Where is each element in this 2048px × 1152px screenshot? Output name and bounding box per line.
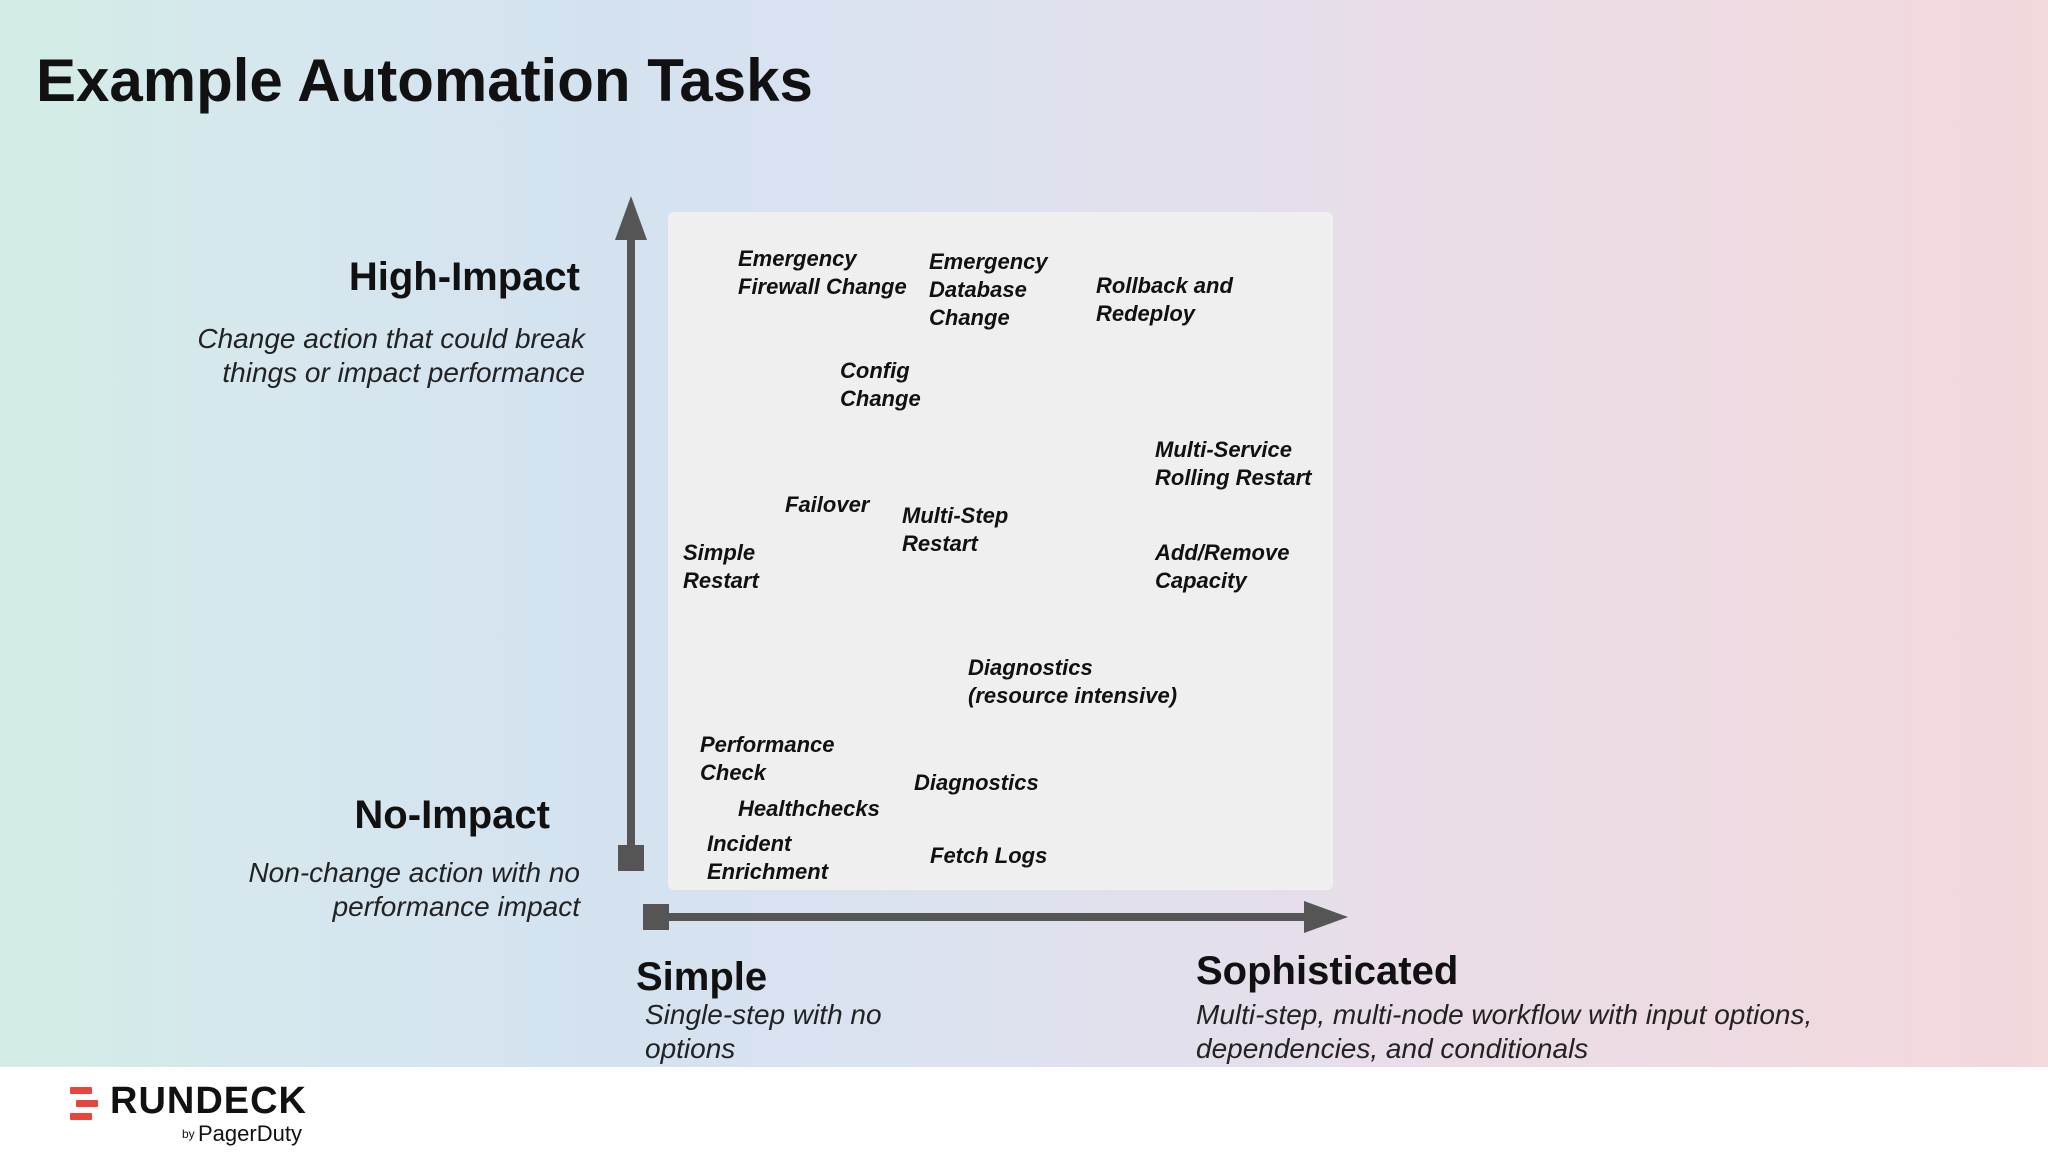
x-axis-line — [656, 913, 1312, 921]
high-impact-label: High-Impact — [348, 255, 580, 299]
task-diagnostics-resource-intensive: Diagnostics (resource intensive) — [968, 655, 1178, 708]
no-impact-description: Non-change action with no performance im… — [248, 857, 580, 922]
simple-label: Simple — [636, 955, 768, 999]
task-performance-check: Performance Check — [700, 732, 835, 785]
task-diagnostics: Diagnostics — [914, 770, 1039, 795]
y-axis-origin-marker — [618, 845, 644, 871]
page-title: Example Automation Tasks — [36, 47, 813, 114]
task-add-remove-capacity: Add/Remove Capacity — [1155, 540, 1290, 593]
task-multi-service-rolling-restart: Multi-Service Rolling Restart — [1155, 437, 1312, 490]
y-axis-line — [627, 232, 635, 864]
task-multi-step-restart: Multi-Step Restart — [902, 503, 1009, 556]
high-impact-description: Change action that could break things or… — [197, 323, 585, 388]
rundeck-logo-icon — [70, 1087, 98, 1121]
y-axis-arrowhead — [615, 196, 647, 240]
logo-by-text: by — [182, 1127, 195, 1141]
task-rollback-and-redeploy: Rollback and Redeploy — [1096, 273, 1233, 326]
task-incident-enrichment: Incident Enrichment — [707, 831, 829, 884]
x-axis-origin-marker — [643, 904, 669, 930]
x-axis-arrowhead — [1304, 901, 1348, 933]
task-emergency-firewall-change: Emergency Firewall Change — [738, 246, 907, 299]
rundeck-logo: RUNDECK by PagerDuty — [70, 1080, 330, 1150]
logo-wordmark: RUNDECK — [110, 1080, 307, 1122]
task-emergency-database-change: Emergency Database Change — [929, 249, 1048, 330]
task-healthchecks: Healthchecks — [738, 796, 880, 821]
task-fetch-logs: Fetch Logs — [930, 843, 1048, 868]
no-impact-label: No-Impact — [354, 793, 550, 837]
footer-bar — [0, 1067, 2048, 1152]
simple-description: Single-step with no options — [645, 999, 882, 1064]
task-failover: Failover — [785, 492, 870, 517]
sophisticated-label: Sophisticated — [1196, 949, 1459, 993]
plot-area — [668, 212, 1333, 890]
task-config-change: Config Change — [840, 358, 921, 411]
logo-company: PagerDuty — [198, 1121, 302, 1146]
sophisticated-description: Multi-step, multi-node workflow with inp… — [1196, 999, 1813, 1064]
task-simple-restart: Simple Restart — [683, 540, 759, 593]
